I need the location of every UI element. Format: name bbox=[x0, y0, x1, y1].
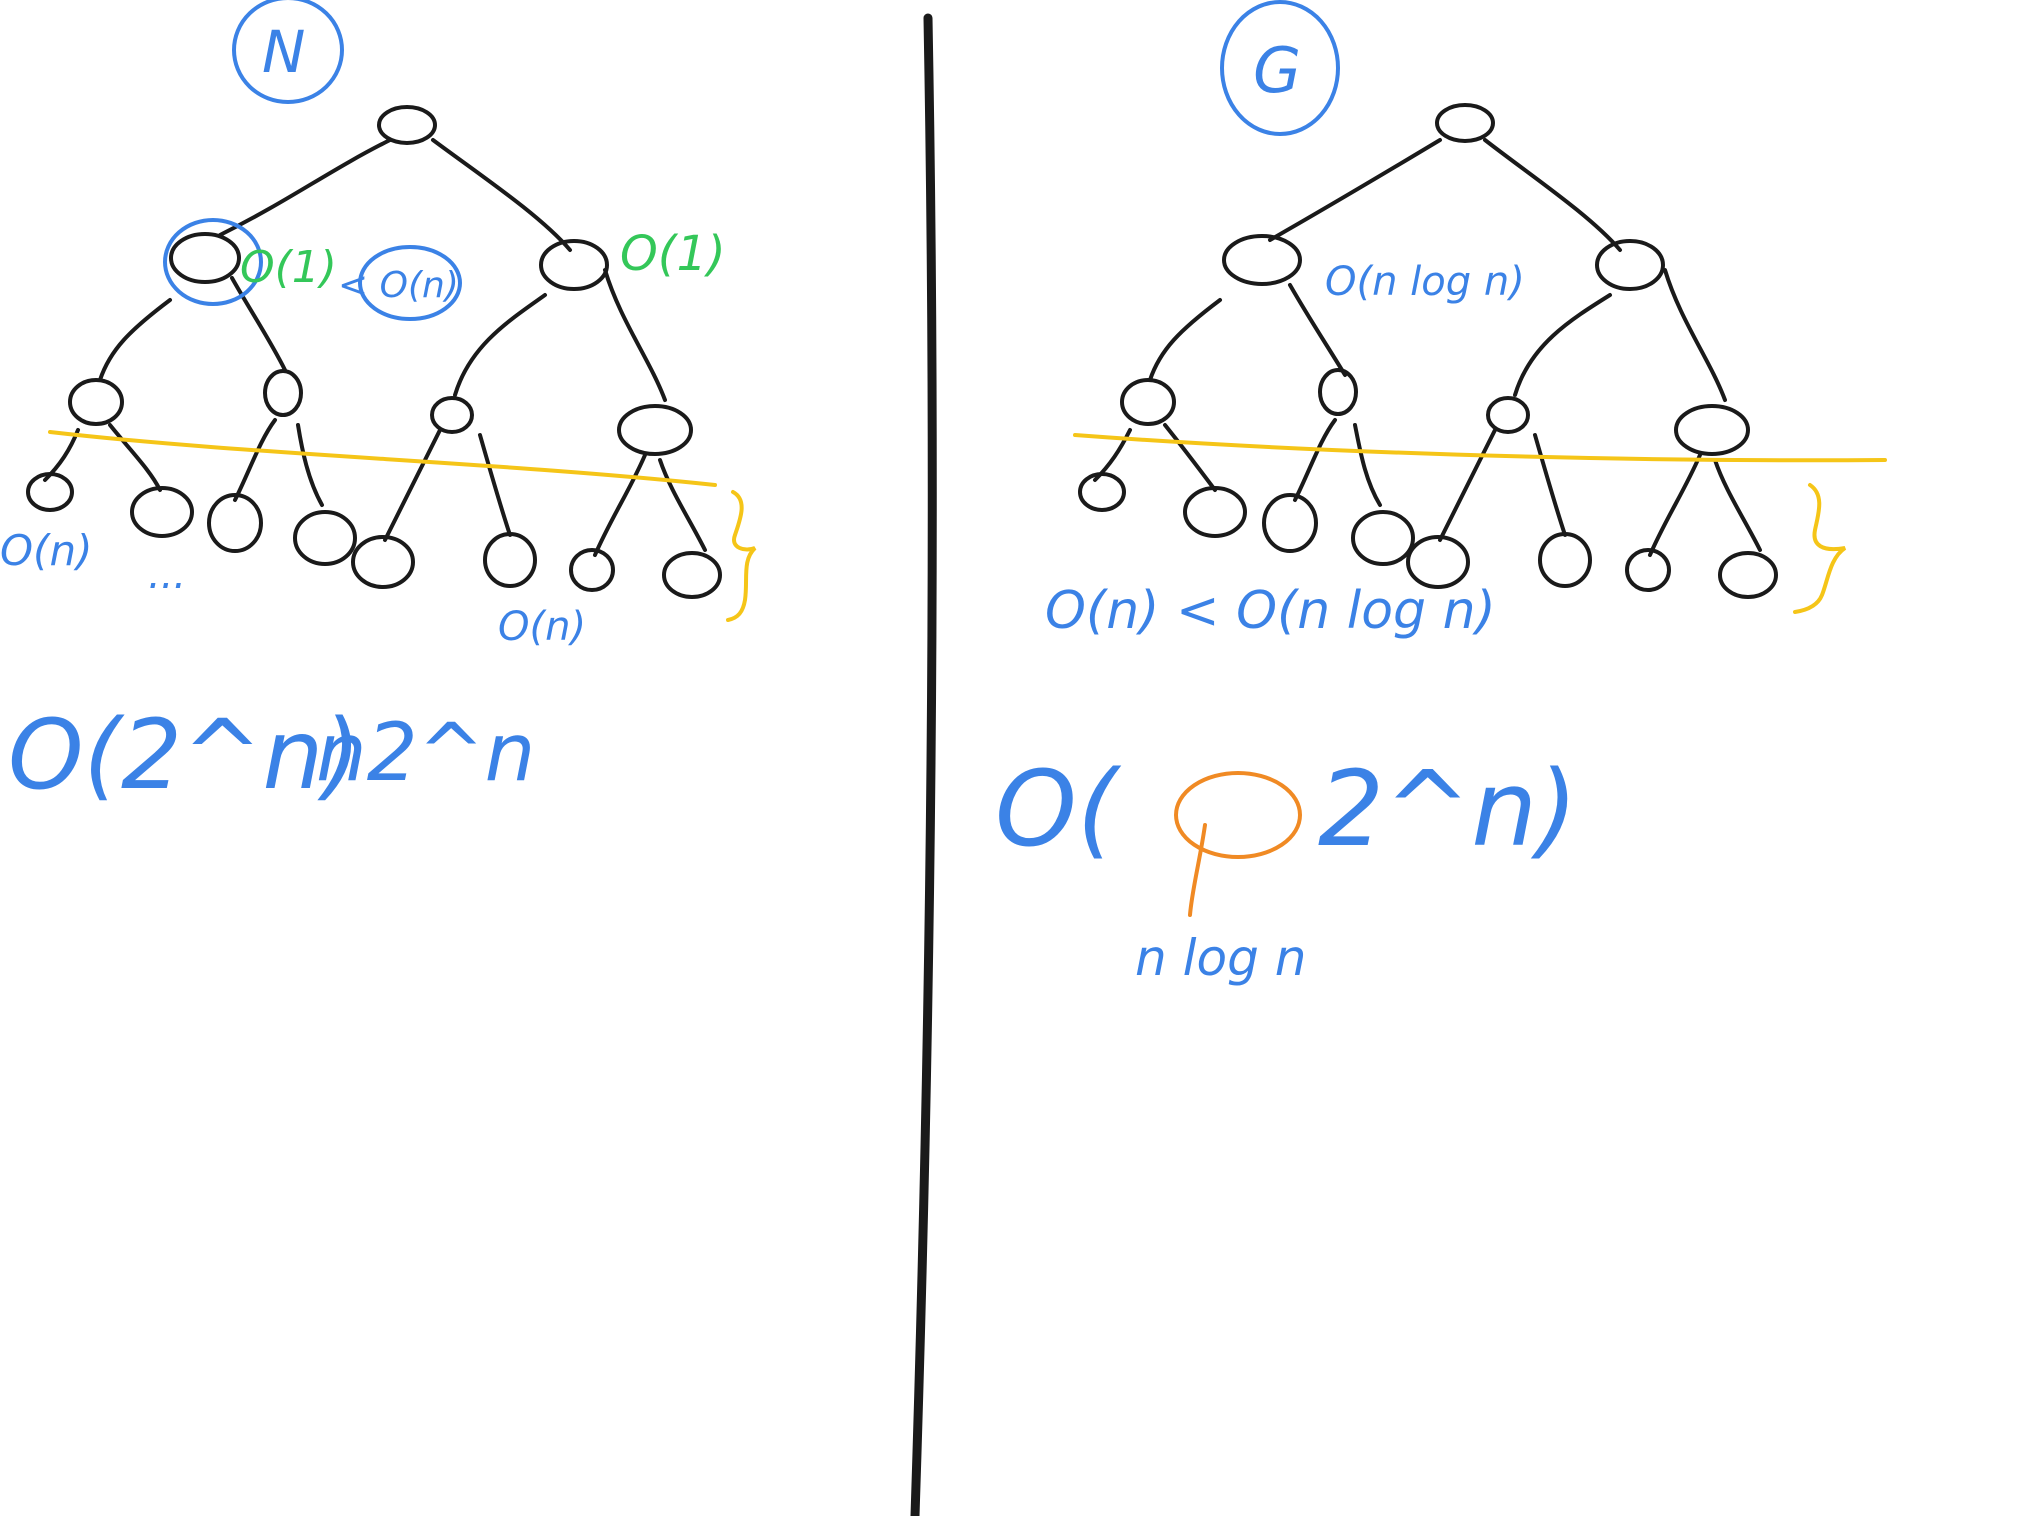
tree-node bbox=[169, 232, 241, 284]
left-corner-letter: N bbox=[262, 18, 305, 86]
level-cost-label: O(n log n) bbox=[1325, 259, 1525, 305]
tree-node bbox=[68, 378, 124, 426]
left-child-cost-label: O(1) bbox=[240, 242, 337, 293]
tree-node bbox=[207, 493, 263, 553]
tree-node bbox=[1718, 551, 1778, 599]
tree-node bbox=[1183, 486, 1247, 538]
right-tree-edges bbox=[1093, 138, 1762, 557]
tree-node bbox=[483, 532, 537, 588]
tree-node bbox=[1078, 472, 1126, 512]
right-corner-letter: G bbox=[1253, 34, 1301, 107]
tree-node bbox=[130, 486, 194, 538]
orange-pointer-line bbox=[1188, 823, 1207, 917]
tree-node bbox=[617, 404, 693, 456]
left-corner-circle bbox=[232, 0, 344, 104]
highlight-circle bbox=[358, 245, 462, 321]
right-panel: G bbox=[995, 0, 1887, 987]
level-brace bbox=[1793, 483, 1847, 614]
left-tree-edges bbox=[43, 138, 707, 557]
circled-annotation-label: n log n bbox=[1135, 929, 1306, 987]
level-cut-line bbox=[48, 430, 717, 487]
tree-node bbox=[539, 239, 609, 291]
level-brace bbox=[726, 490, 757, 622]
leaf-comparison-label: O(n) < O(n log n) bbox=[1045, 581, 1496, 641]
right-corner-circle bbox=[1220, 0, 1340, 136]
tree-node bbox=[1262, 493, 1318, 553]
highlight-circle bbox=[163, 218, 263, 306]
comparison-label: < O(n) bbox=[338, 265, 459, 306]
leaf-bottom-cost-label: O(n) bbox=[498, 604, 586, 650]
tree-node bbox=[1538, 532, 1592, 588]
left-panel: N bbox=[0, 0, 757, 811]
tree-node bbox=[1351, 510, 1415, 566]
tree-node bbox=[1222, 234, 1302, 286]
left-total-formula: O(2^n) bbox=[8, 699, 361, 811]
left-tree-nodes bbox=[26, 105, 722, 599]
tree-node bbox=[1595, 239, 1665, 291]
right-total-prefix: O( bbox=[995, 748, 1122, 870]
tree-node bbox=[26, 472, 74, 512]
ellipsis-label: ... bbox=[148, 552, 186, 598]
tree-node bbox=[569, 548, 615, 592]
tree-node bbox=[1406, 535, 1470, 589]
tree-node bbox=[377, 105, 437, 145]
orange-highlight-circle bbox=[1174, 771, 1302, 859]
left-side-formula: n2^n bbox=[316, 706, 535, 799]
tree-node bbox=[1486, 396, 1530, 434]
tree-node bbox=[263, 369, 303, 417]
panel-divider bbox=[910, 13, 937, 1516]
leaf-cost-label: O(n) bbox=[0, 526, 92, 575]
tree-node bbox=[430, 396, 474, 434]
right-child-cost-label: O(1) bbox=[620, 226, 726, 282]
tree-node bbox=[351, 535, 415, 589]
level-cut-line bbox=[1073, 433, 1887, 463]
right-tree-nodes bbox=[1078, 103, 1778, 599]
tree-node bbox=[1674, 404, 1750, 456]
tree-node bbox=[293, 510, 357, 566]
right-total-suffix: 2^n) bbox=[1318, 748, 1578, 870]
tree-node bbox=[662, 551, 722, 599]
tree-node bbox=[1318, 368, 1358, 416]
tree-node bbox=[1435, 103, 1495, 143]
tree-node bbox=[1120, 378, 1176, 426]
tree-node bbox=[1625, 548, 1671, 592]
